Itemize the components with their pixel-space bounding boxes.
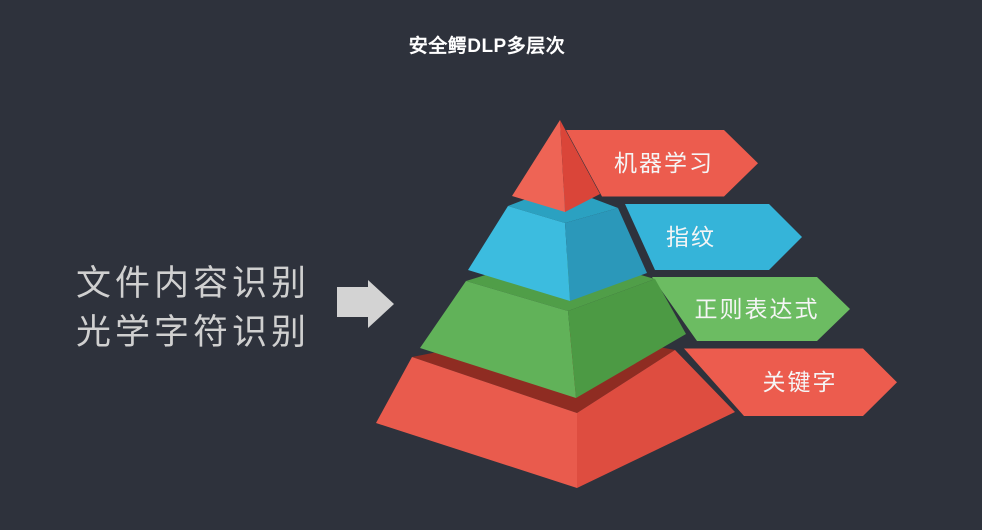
- banner-label-fingerprint: 指纹: [666, 224, 716, 250]
- tier2-left-face: [468, 206, 570, 301]
- banner-shape-keyword: [684, 348, 897, 416]
- banner-machine-learning: [566, 130, 758, 197]
- banner-label-machine-learning: 机器学习: [614, 150, 714, 176]
- tier3-left-face: [420, 281, 576, 398]
- banner-keyword: [684, 348, 897, 416]
- right-arrow-icon: [337, 280, 394, 328]
- tier1-left-face: [512, 120, 565, 212]
- tier3-right-face: [568, 279, 686, 398]
- pyramid-tier-1-machine-learning: [512, 120, 600, 212]
- tier4-right-face: [577, 350, 735, 488]
- tier4-left-face: [376, 357, 577, 488]
- left-note-line-1: 文件内容识别: [76, 264, 310, 303]
- banner-fingerprint: [625, 204, 802, 270]
- banner-shape-fingerprint: [625, 204, 802, 270]
- left-note-line-2: 光学字符识别: [76, 313, 310, 352]
- banner-shape-regex: [652, 277, 850, 341]
- tier1-right-face: [560, 120, 600, 212]
- tier2-right-face: [565, 208, 647, 301]
- banner-regex: [652, 277, 850, 341]
- banner-label-regex: 正则表达式: [695, 296, 820, 322]
- diagram-title: 安全鳄DLP多层次: [409, 34, 566, 57]
- banner-label-keyword: 关键字: [763, 369, 838, 395]
- banner-shape-machine-learning: [566, 130, 758, 197]
